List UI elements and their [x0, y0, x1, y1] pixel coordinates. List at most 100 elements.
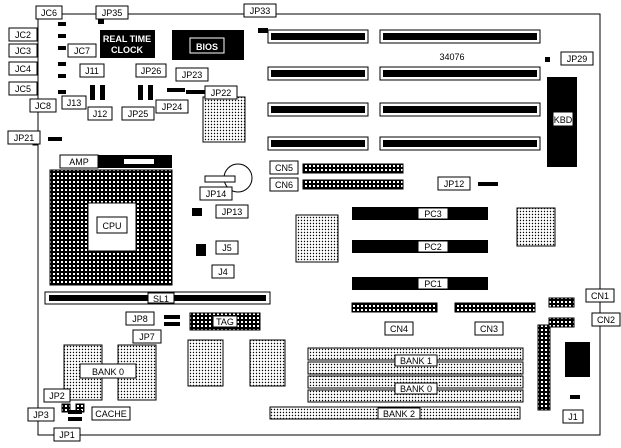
label-jp12: JP12	[444, 179, 465, 189]
label-box-cn5	[269, 160, 299, 175]
label-jc8: JC8	[35, 101, 51, 111]
label-box-jp1	[53, 427, 81, 442]
label-jc5: JC5	[15, 84, 31, 94]
power-connector	[537, 324, 551, 411]
cn4-connector	[351, 302, 438, 313]
cn2-connector	[548, 317, 575, 328]
label-box-jp26	[135, 63, 167, 78]
cn3-connector	[454, 302, 536, 313]
label-box-jp14	[199, 186, 233, 201]
cn6-connector	[302, 179, 404, 190]
label-j13: J13	[67, 98, 82, 108]
sl1-label: SL1	[153, 294, 169, 304]
label-box-jp2	[43, 388, 71, 403]
label-jp7: JP7	[139, 332, 155, 342]
label-cn6: CN6	[275, 180, 293, 190]
isa-slots	[267, 29, 541, 151]
chipset-chip-1	[202, 96, 246, 143]
label-jp8: JP8	[132, 314, 148, 324]
label-box-j1	[562, 409, 584, 424]
label-box-jp12	[437, 176, 471, 191]
tag-label: TAG	[216, 317, 234, 327]
label-j1: J1	[568, 412, 578, 422]
label-jp22: JP22	[211, 88, 232, 98]
label-box-cn3	[474, 321, 504, 336]
label-box-jp21	[7, 130, 41, 145]
label-jp2: JP2	[49, 391, 65, 401]
label-jp35: JP35	[102, 8, 123, 18]
label-box-jp24	[155, 99, 189, 114]
label-cn1: CN1	[591, 291, 609, 301]
bank1-label: BANK 1	[400, 356, 432, 366]
label-box-jp7	[132, 329, 162, 344]
label-j4: J4	[218, 267, 228, 277]
label-jp25: JP25	[128, 109, 149, 119]
label-jp26: JP26	[141, 66, 162, 76]
label-jp24: JP24	[162, 102, 183, 112]
label-cn3: CN3	[480, 324, 498, 334]
label-j5: J5	[222, 243, 232, 253]
label-box-jp29	[560, 51, 594, 66]
label-box-j13	[61, 95, 87, 110]
label-box-jp13	[215, 204, 249, 219]
serial-port-connector	[565, 342, 590, 377]
label-jc2: JC2	[15, 30, 31, 40]
label-box-j4	[211, 264, 235, 279]
jumper-blocks	[48, 18, 580, 421]
label-box-cn1	[585, 288, 615, 303]
label-cn4: CN4	[390, 324, 408, 334]
cache-chip-4	[249, 339, 286, 387]
label-box-jp25	[121, 106, 155, 121]
label-box-jc8	[29, 98, 57, 113]
bank2-label: BANK 2	[383, 409, 415, 419]
label-box-jp33	[243, 3, 277, 18]
label-jp33: JP33	[250, 6, 271, 16]
label-box-j5	[215, 240, 239, 255]
label-jp3: JP3	[33, 410, 49, 420]
label-box-cn4	[384, 321, 414, 336]
label-j12: J12	[93, 109, 108, 119]
chipset-chip-2	[295, 214, 339, 263]
pc1-label: PC1	[424, 279, 442, 289]
label-box-jp3	[27, 407, 55, 422]
rtc-label-line1: REAL TIME	[103, 34, 151, 44]
chipset-chip-3	[516, 207, 556, 247]
cn1-connector	[548, 297, 575, 308]
bios-label: BIOS	[196, 42, 218, 52]
label-jp1: JP1	[59, 430, 75, 440]
real-time-clock-chip	[100, 30, 155, 58]
simm-bank0-label: BANK 0	[400, 384, 432, 394]
label-jc6: JC6	[41, 8, 57, 18]
board-model-number: 34076	[439, 52, 464, 62]
label-jp13: JP13	[222, 207, 243, 217]
label-box-jp23	[175, 67, 209, 82]
label-box-jc4	[8, 61, 38, 76]
label-jc3: JC3	[15, 46, 31, 56]
cache-bank0-label: BANK 0	[92, 367, 124, 377]
kbd-label: KBD	[554, 115, 573, 125]
label-jc7: JC7	[74, 46, 90, 56]
rtc-label-line2: CLOCK	[111, 45, 143, 55]
label-box-jc3	[8, 43, 38, 58]
label-box-jc6	[35, 5, 63, 20]
pc3-label: PC3	[424, 209, 442, 219]
label-jp29: JP29	[567, 54, 588, 64]
label-box-cache	[91, 406, 131, 421]
cn5-connector	[302, 163, 404, 174]
cache-chip-3	[187, 339, 224, 387]
label-jc4: JC4	[15, 64, 31, 74]
label-box-j12	[87, 106, 113, 121]
cpu-label: CPU	[102, 221, 121, 231]
label-cn2: CN2	[597, 315, 615, 325]
simm-banks	[269, 347, 524, 420]
label-box-j11	[79, 63, 105, 78]
label-box-cn2	[591, 312, 621, 327]
label-cache: CACHE	[95, 409, 127, 419]
pc2-label: PC2	[424, 242, 442, 252]
label-box-cn6	[269, 177, 299, 192]
label-cn5: CN5	[275, 163, 293, 173]
label-box-jp8	[125, 311, 155, 326]
label-j11: J11	[85, 66, 99, 76]
